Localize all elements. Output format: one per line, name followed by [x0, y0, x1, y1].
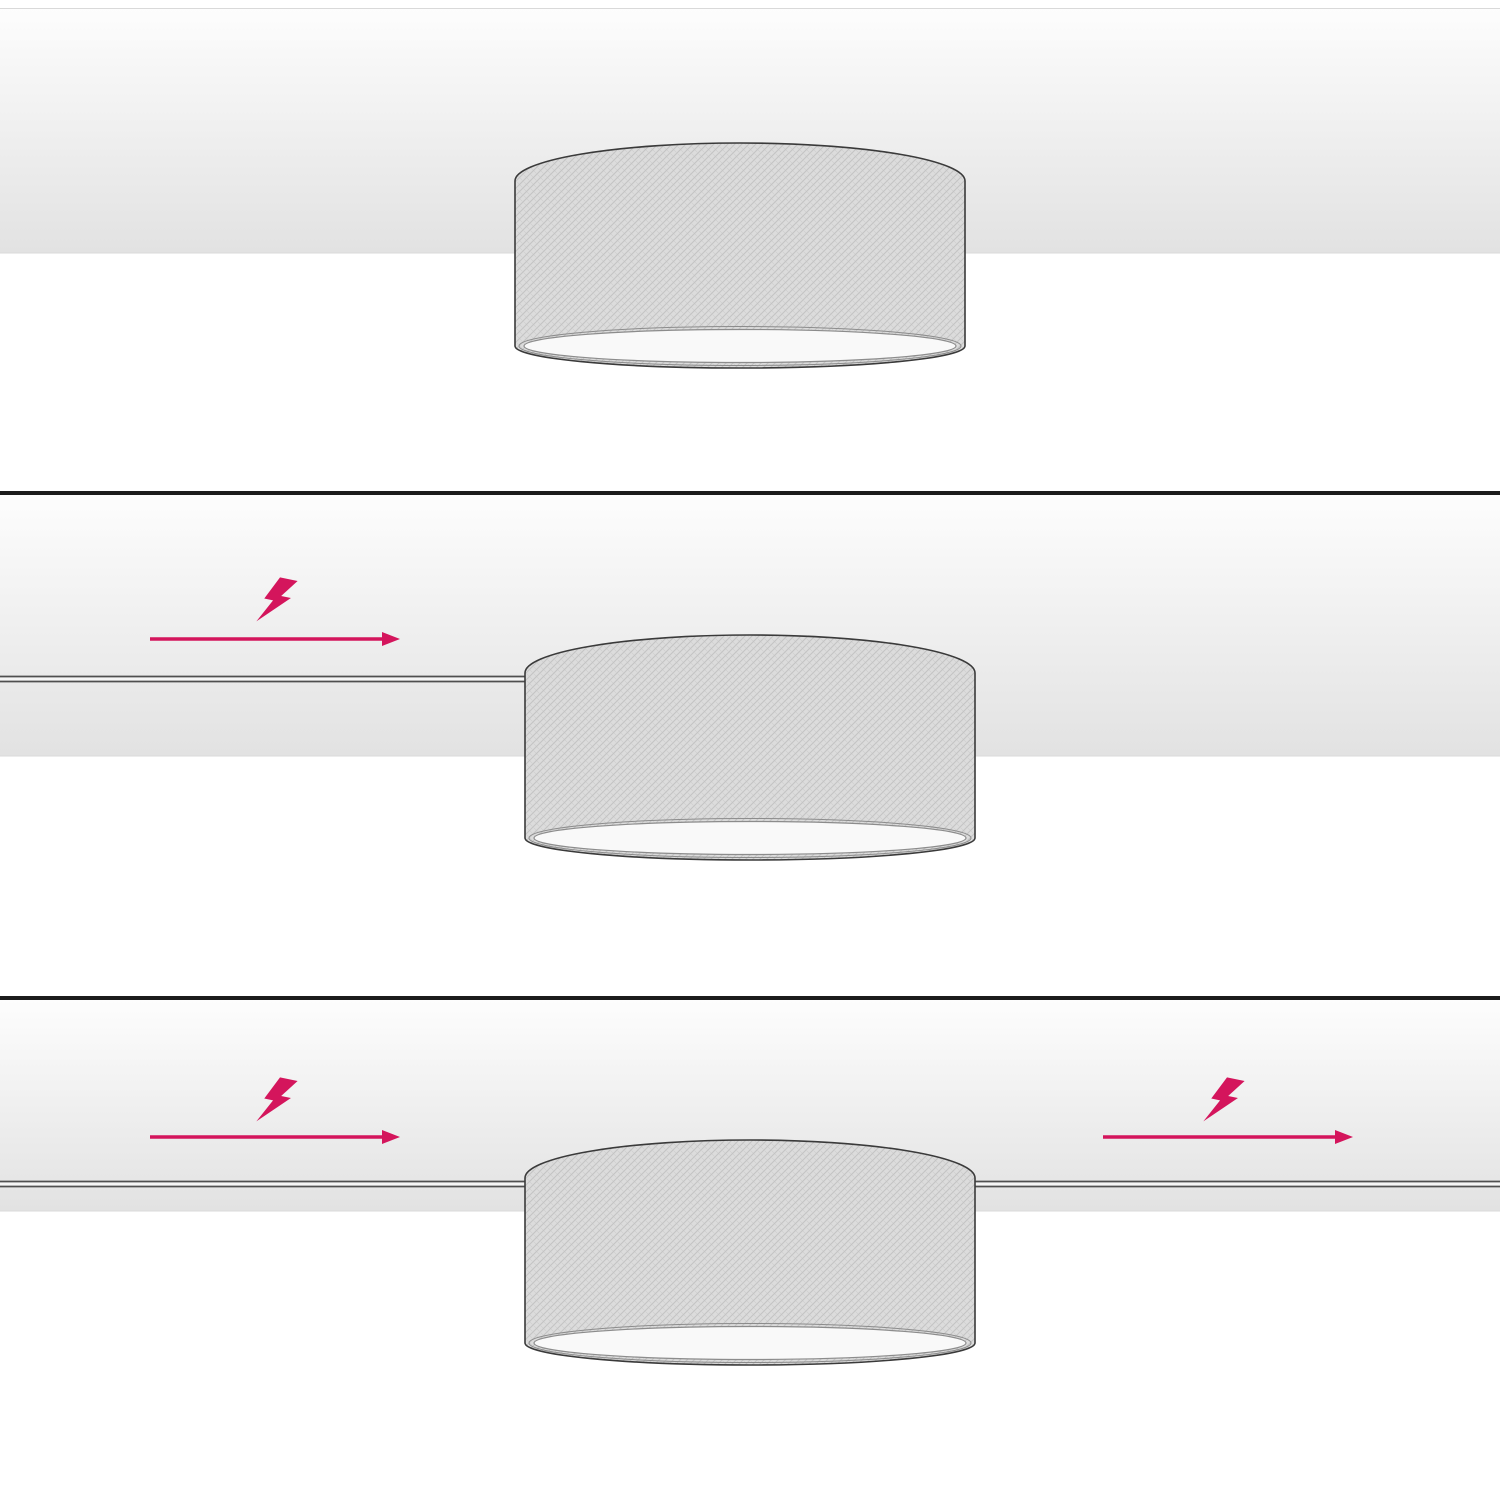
cable-core [973, 1182, 1500, 1186]
panel-lamp-cable-pass-through [0, 996, 1500, 1366]
cable-core [0, 677, 527, 681]
drum-lampshade [514, 142, 966, 369]
current-direction-left [150, 574, 400, 646]
drum-lampshade [524, 1139, 976, 1366]
section-divider [0, 491, 1500, 495]
current-direction-left [150, 1074, 400, 1144]
cable-core [0, 1182, 527, 1186]
power-cable-right [973, 1180, 1500, 1188]
drum-lampshade [524, 634, 976, 861]
section-divider [0, 996, 1500, 1000]
power-cable-left [0, 1180, 527, 1188]
power-cable-left [0, 675, 527, 683]
panel-lamp-cable-in-left [0, 491, 1500, 861]
panel-lamp-no-cable [0, 8, 1500, 369]
current-direction-right [1103, 1074, 1353, 1144]
